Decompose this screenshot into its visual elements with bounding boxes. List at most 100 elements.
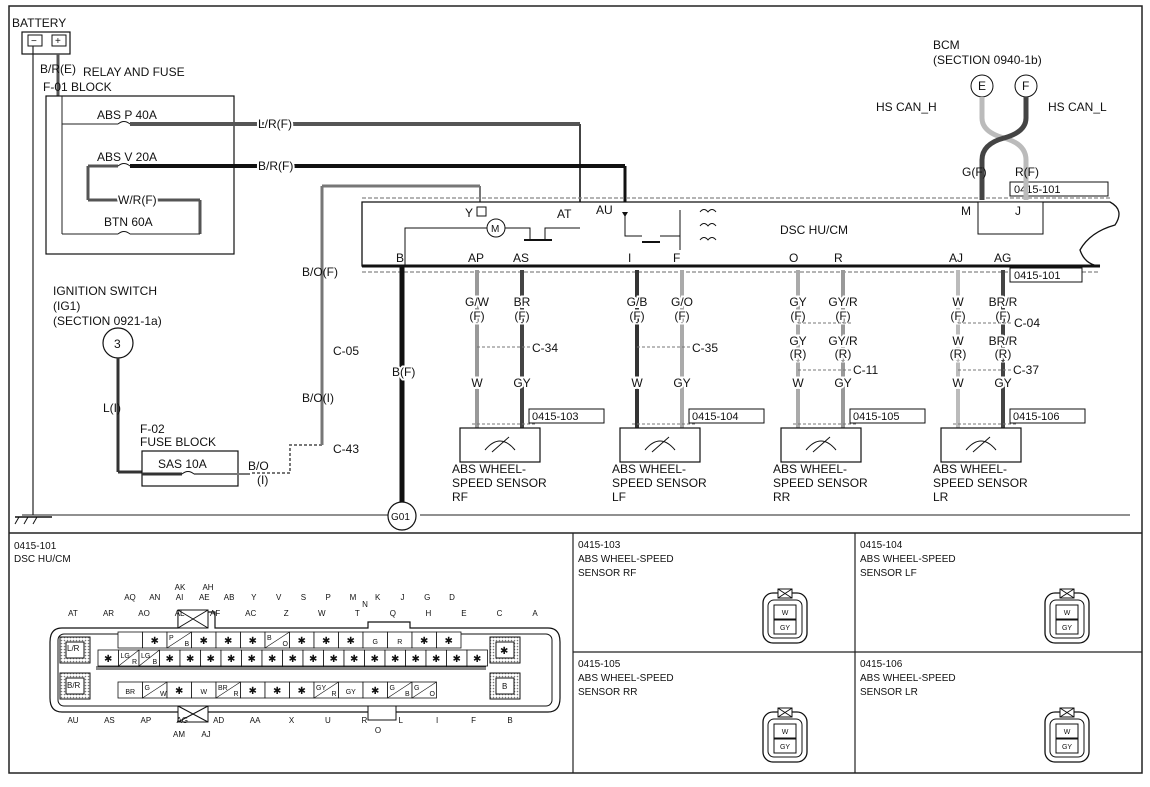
relay-block-label-1: RELAY AND FUSE [83, 65, 185, 79]
connector-pin-label: R [361, 716, 367, 725]
connector-pin-label: AH [202, 583, 213, 592]
motor-label: M [491, 224, 499, 235]
conn-c43-label: C-43 [333, 442, 359, 456]
connector-pin-label: U [325, 716, 331, 725]
sensor-name3: RF [452, 490, 468, 504]
connector-pin-cell: BRR [215, 681, 241, 699]
connector-pin-cell: ✱ [446, 649, 468, 667]
wire1-color: GY [789, 295, 806, 309]
svg-text:B: B [185, 641, 190, 648]
wire-bo-label-1: B/O [248, 459, 269, 473]
sensor-name1: ABS WHEEL- [452, 462, 526, 476]
connector-pin-cell: ✱ [240, 681, 266, 699]
sensor-pin1: AP [468, 251, 484, 265]
sensor-pin1: I [628, 251, 631, 265]
svg-text:✱: ✱ [298, 686, 306, 697]
fuse-block-label-1: F-02 [140, 422, 165, 436]
wire2-color-b: GY [994, 376, 1011, 390]
connector-pin-label: G [424, 593, 430, 602]
svg-text:✱: ✱ [473, 654, 481, 665]
panel-id: 0415-105 [578, 659, 621, 670]
panel-label-1: ABS WHEEL-SPEED [860, 554, 956, 565]
wire1-color: G/B [627, 295, 648, 309]
connector-pin-cell: ✱ [159, 649, 181, 667]
conn-c04-label: C-04 [1014, 316, 1040, 330]
connector-pin-label: AD [213, 716, 224, 725]
connector-pin-label: J [400, 593, 404, 602]
bcm-pin-f: F [1022, 79, 1029, 93]
connector-pin-label: AJ [201, 730, 210, 739]
connector-pin-cell: ✱ [191, 631, 217, 649]
connector-pin-label: AO [138, 609, 150, 618]
svg-text:✱: ✱ [200, 636, 208, 647]
battery-wire-label: B/R(E) [40, 62, 76, 76]
fuse-block-f02 [141, 450, 239, 487]
connector-pin-cell: ✱ [411, 631, 437, 649]
connector-pin-label: AF [210, 609, 220, 618]
wire2-loc: (F) [995, 309, 1010, 323]
pin-b: GY [1062, 625, 1072, 632]
pin-b: GY [1062, 744, 1072, 751]
svg-text:LG: LG [121, 653, 130, 660]
connector-pin-label: A [532, 609, 538, 618]
pin-a: W [782, 610, 789, 617]
ground-g01-circle [387, 501, 417, 531]
pin-a: W [1064, 610, 1071, 617]
can-h-label: HS CAN_H [876, 100, 937, 114]
wire2-color-b: GY [673, 376, 690, 390]
svg-text:✱: ✱ [227, 654, 235, 665]
dsc-label: DSC HU/CM [780, 223, 848, 237]
connector-pin-label: H [425, 609, 431, 618]
sensor-name2: SPEED SENSOR [612, 476, 707, 490]
conn-ref-top: 0415-101 [1014, 184, 1061, 196]
svg-text:W: W [160, 691, 167, 698]
connector-pin-label: K [375, 593, 381, 602]
connector-pin-cell: ✱ [466, 649, 488, 667]
sensor-name1: ABS WHEEL- [773, 462, 847, 476]
connector-pin-cell: ✱ [166, 681, 192, 699]
svg-text:✱: ✱ [175, 686, 183, 697]
svg-text:GY: GY [316, 685, 326, 692]
svg-text:G: G [373, 639, 378, 646]
svg-text:G: G [390, 685, 395, 692]
conn-ref-mid: 0415-101 [1014, 270, 1061, 282]
pin-b: GY [780, 625, 790, 632]
panel-label-2: SENSOR RF [578, 568, 636, 579]
pin-b: GY [780, 744, 790, 751]
sensor-name2: SPEED SENSOR [933, 476, 1028, 490]
connector-pin-label: S [301, 593, 306, 602]
fuse-btn-label: BTN 60A [104, 215, 153, 229]
sensor-pin2: AS [513, 251, 529, 265]
sensor-conn: C-35 [692, 341, 718, 355]
connector-pin-label: Y [251, 593, 257, 602]
wire1-color-r: GY [789, 334, 806, 348]
panel-label-2: SENSOR LF [860, 568, 917, 579]
wire2-loc: (F) [835, 309, 850, 323]
svg-text:✱: ✱ [104, 654, 112, 665]
relay-fuse-block [45, 95, 235, 255]
svg-text:✱: ✱ [420, 636, 428, 647]
wire1-loc: (F) [629, 309, 644, 323]
wire-wr-label: W/R(F) [118, 193, 157, 207]
sensor-pin2: R [834, 251, 843, 265]
connector-pin-cell: ✱ [289, 681, 315, 699]
connector-pin-label: D [449, 593, 455, 602]
connector-pin-cell: ✱ [384, 649, 406, 667]
svg-text:✱: ✱ [322, 636, 330, 647]
connector-pin-cell: ✱ [323, 649, 345, 667]
bcm-label-2: (SECTION 0940-1b) [933, 53, 1042, 67]
side-pin-b: B [502, 682, 507, 691]
svg-text:B: B [267, 635, 272, 642]
connector-pin-label: C [497, 609, 503, 618]
connector-pin-cell: ✱ [97, 649, 119, 667]
connector-pin-label: AC [245, 609, 256, 618]
connector-pin-cell: PB [166, 631, 192, 649]
svg-text:✱: ✱ [350, 654, 358, 665]
svg-text:GY: GY [346, 689, 356, 696]
battery: BATTERY − + [12, 16, 71, 55]
fuse-block-label-2: FUSE BLOCK [140, 435, 216, 449]
fuse-abs-p-label: ABS P 40A [97, 108, 157, 122]
sensor-conn: C-34 [532, 341, 558, 355]
side-pin-at: L/R [67, 644, 80, 653]
